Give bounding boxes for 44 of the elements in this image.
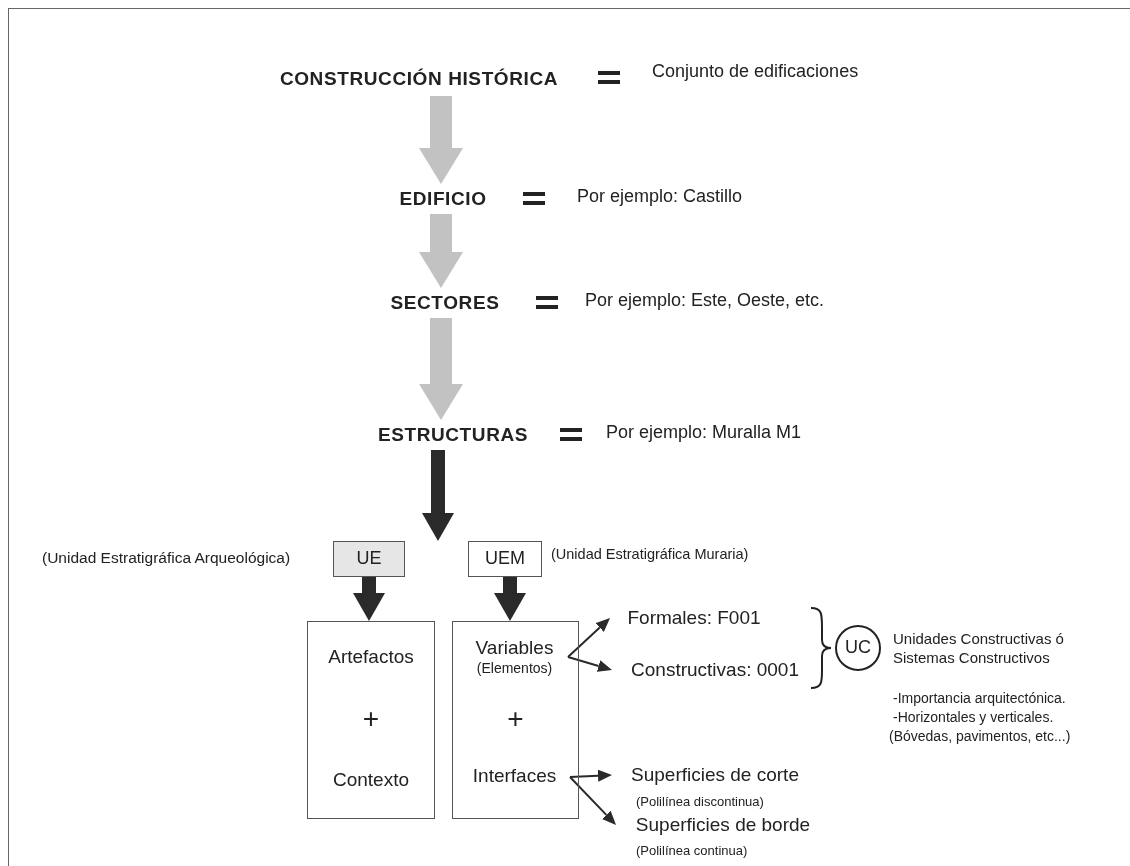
side-note: -Horizontales y verticales.: [893, 709, 1054, 727]
side-note: (Unidad Estratigráfica Muraria): [551, 545, 749, 564]
side-note: (Polilínea continua): [636, 843, 748, 860]
side-note: (Bóvedas, pavimentos, etc...): [889, 728, 1071, 746]
node-text: Constructivas: 0001: [631, 658, 799, 682]
node-text: UE: [356, 548, 382, 570]
arrow: [567, 617, 611, 658]
content-box: [452, 621, 579, 819]
node-text: ESTRUCTURAS: [377, 423, 529, 447]
content-box: [307, 621, 435, 819]
node-text: Contexto: [332, 769, 409, 792]
node-text: CONSTRUCCIÓN HISTÓRICA: [279, 67, 559, 91]
unit-circle: [835, 625, 881, 671]
block-arrow: [419, 318, 463, 420]
side-note: (Unidad Estratigráfica Arqueológica): [42, 548, 291, 568]
arrow: [567, 656, 613, 672]
note-text: (Polilínea discontinua): [636, 794, 764, 811]
plus-sign: +: [362, 702, 380, 736]
block-arrow: [422, 450, 454, 541]
side-note: Unidades Constructivas ó Sistemas Constructivos: [893, 630, 1065, 668]
block-arrow: [494, 577, 526, 621]
node-text: Superficies de corte: [631, 763, 799, 787]
node-text: EDIFICIO: [399, 187, 487, 211]
unit-box: [468, 541, 542, 577]
plus-sign: +: [506, 701, 525, 736]
node-text: UEM: [485, 548, 525, 570]
arrow: [569, 769, 613, 782]
node-text: Formales: F001: [627, 606, 761, 630]
node-text: Artefactos: [328, 646, 414, 669]
block-arrow: [419, 96, 463, 184]
block-arrow: [419, 214, 463, 288]
side-note: -Importancia arquitectónica.: [893, 690, 1066, 708]
node-text: Variables (Elementos): [475, 636, 554, 677]
node-text: SECTORES: [390, 291, 500, 315]
note-text: Por ejemplo: Muralla M1: [606, 421, 802, 444]
node-text: Interfaces: [472, 765, 557, 788]
note-text: Conjunto de edificaciones: [652, 60, 859, 83]
unit-box: [333, 541, 405, 577]
note-text: Por ejemplo: Castillo: [577, 185, 743, 208]
block-arrow: [353, 577, 385, 621]
node-text: Superficies de borde: [635, 813, 811, 837]
node-text: UC: [845, 637, 871, 659]
arrow: [569, 776, 617, 826]
note-text: Por ejemplo: Este, Oeste, etc.: [585, 289, 825, 312]
